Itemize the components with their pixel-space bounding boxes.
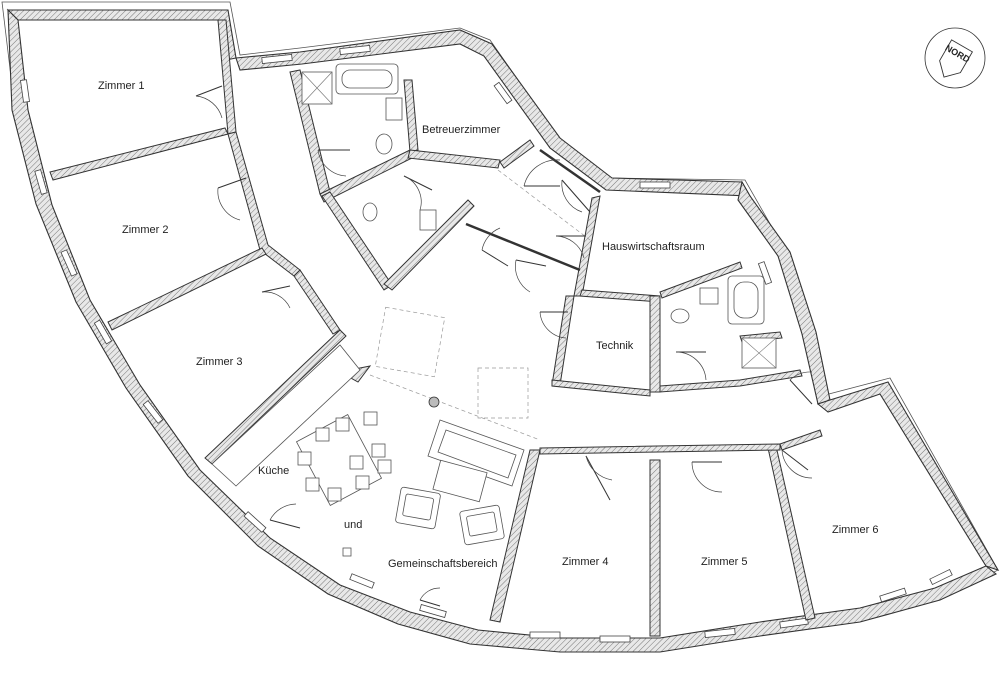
label-zimmer-5: Zimmer 5: [701, 556, 747, 568]
label-technik: Technik: [596, 340, 634, 352]
label-zimmer-4: Zimmer 4: [562, 556, 608, 568]
building-outline: [1, 1, 999, 649]
lounge-set: [342, 419, 525, 557]
label-und: und: [344, 519, 362, 531]
dining-set: [295, 411, 392, 506]
label-gemeinschaftsbereich: Gemeinschaftsbereich: [388, 558, 497, 570]
coffee-table: [432, 459, 488, 503]
corridor-markings: [369, 306, 541, 441]
label-zimmer-3: Zimmer 3: [196, 356, 242, 368]
room-labels: Zimmer 1 Zimmer 2 Zimmer 3 Betreuerzimme…: [98, 80, 878, 570]
toilet-icon-3: [670, 308, 690, 324]
label-kueche: Küche: [258, 465, 289, 477]
windows: [20, 45, 953, 643]
interior-walls: [49, 19, 823, 637]
small-cabinet: [342, 547, 352, 557]
doors: [195, 85, 813, 607]
outer-walls: [6, 8, 1000, 653]
kitchen-counter: [211, 344, 361, 487]
label-betreuerzimmer: Betreuerzimmer: [422, 124, 501, 136]
label-zimmer-6: Zimmer 6: [832, 524, 878, 536]
glass-partitions: [465, 148, 601, 272]
north-compass: NORD: [924, 27, 986, 89]
north-arrow-icon: [939, 39, 974, 78]
sink-icon-3: [699, 287, 719, 305]
sink-icon: [385, 97, 403, 121]
label-zimmer-1: Zimmer 1: [98, 80, 144, 92]
label-hauswirtschaftsraum: Hauswirtschaftsraum: [602, 241, 705, 253]
toilet-icon: [375, 133, 393, 155]
sanitary-fixtures: [301, 63, 777, 369]
column-icon: [428, 396, 440, 408]
sink-icon-2: [419, 209, 437, 231]
label-zimmer-2: Zimmer 2: [122, 224, 168, 236]
toilet-icon-2: [362, 202, 378, 222]
